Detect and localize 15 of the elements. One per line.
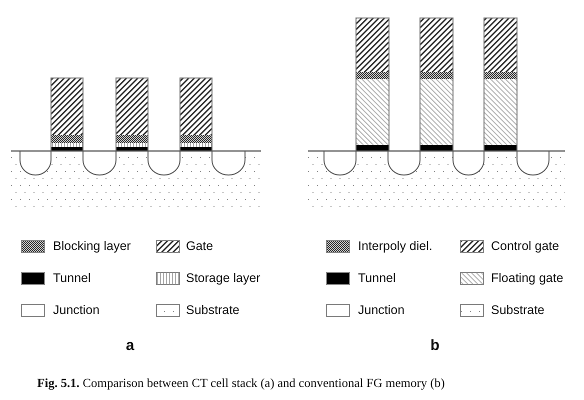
legend-label: Tunnel	[358, 271, 396, 286]
legend-label: Gate	[186, 239, 214, 254]
legend-label: Blocking layer	[53, 239, 131, 254]
panel-label: a	[126, 337, 134, 355]
figure-caption: Fig. 5.1. Comparison between CT cell stack (a) and conventional FG memory (b)	[37, 375, 445, 391]
panel-label: b	[430, 337, 440, 355]
legend-label: Storage layer	[186, 271, 260, 286]
legend-label: Substrate	[491, 303, 545, 318]
legend-label: Substrate	[186, 303, 240, 318]
legend-label: Floating gate	[491, 271, 564, 286]
legend-label: Control gate	[491, 239, 560, 254]
legend-label: Interpoly diel.	[358, 239, 432, 254]
legend-label: Junction	[53, 303, 100, 318]
legend-label: Tunnel	[53, 271, 91, 286]
legend-label: Junction	[358, 303, 405, 318]
